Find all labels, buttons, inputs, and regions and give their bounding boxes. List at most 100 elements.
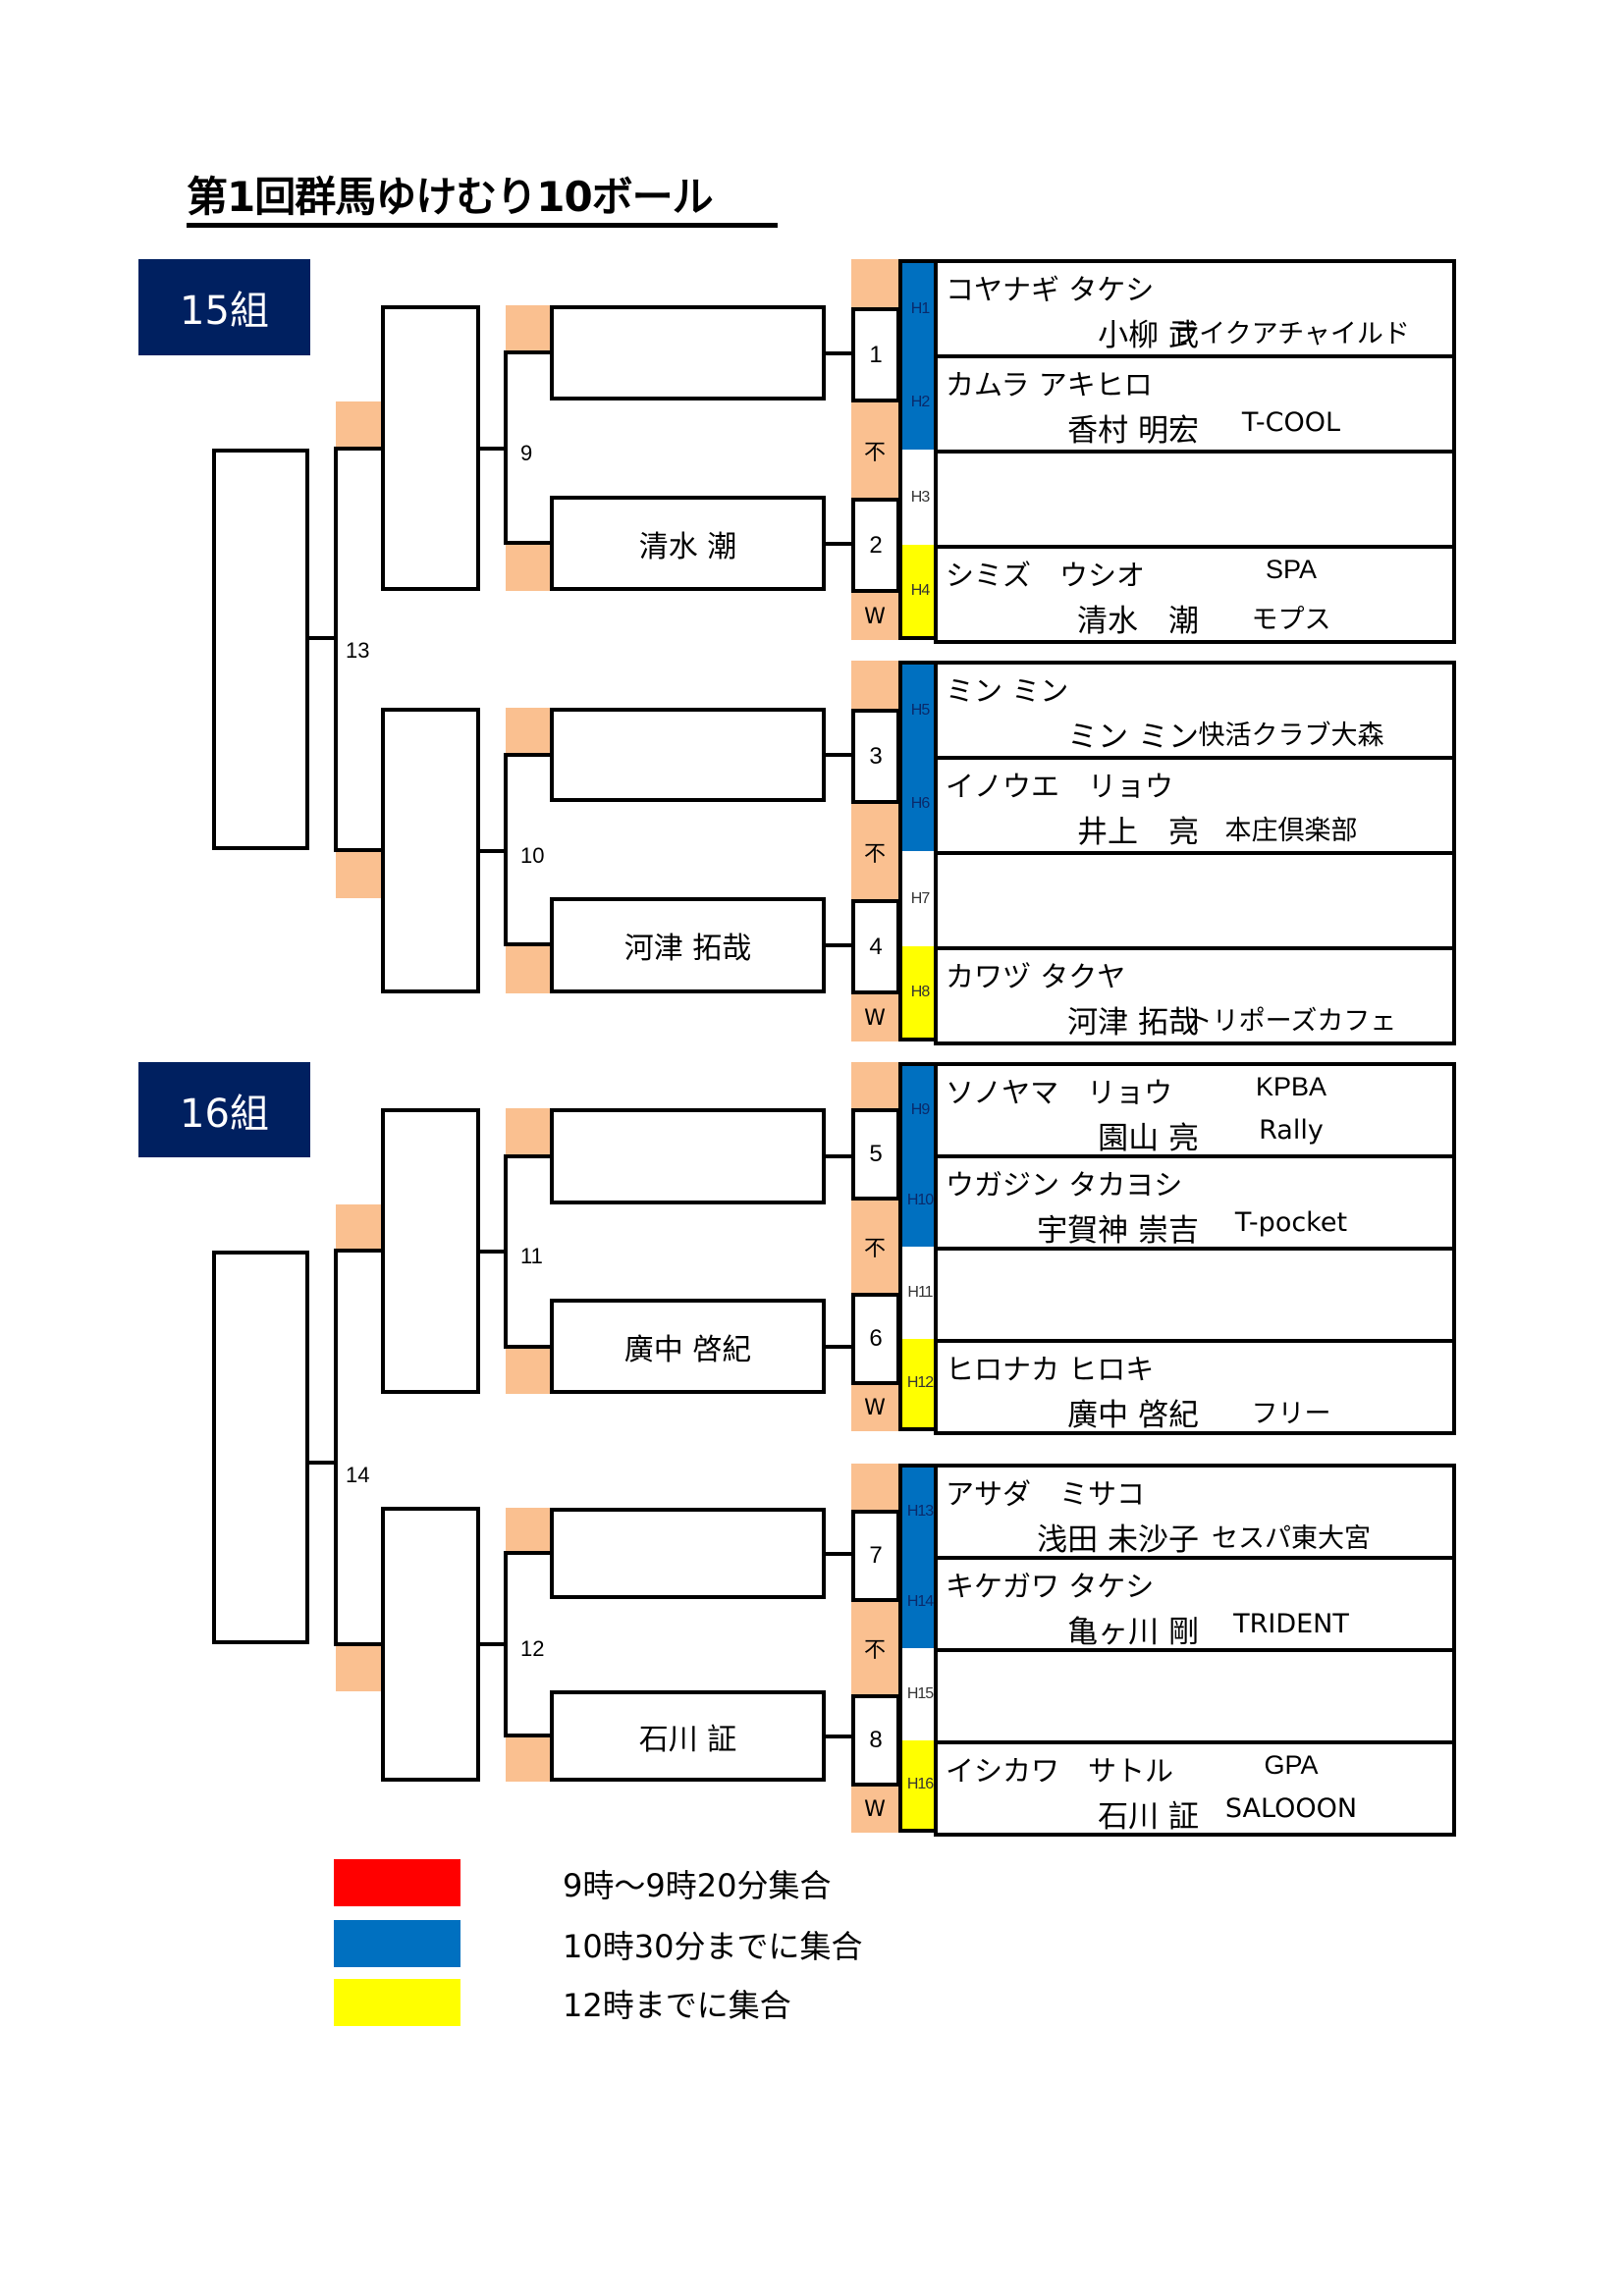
connector-line <box>824 351 853 355</box>
entry-row[interactable] <box>934 1247 1456 1343</box>
time-color-cell: H3 <box>898 450 938 545</box>
entry-row[interactable]: ヒロナカ ヒロキ廣中 啓紀フリー <box>934 1339 1456 1435</box>
match-number-box: 8 <box>851 1694 900 1787</box>
entry-row[interactable]: アサダ ミサコ浅田 未沙子セスパ東大宮 <box>934 1464 1456 1560</box>
player-kana: カワヅ タクヤ <box>946 960 1126 993</box>
walkover-mark: W <box>864 1797 886 1822</box>
connector-line <box>506 1345 552 1349</box>
connector-line <box>824 1345 853 1349</box>
round1-winner-box[interactable]: 廣中 啓紀 <box>550 1299 826 1394</box>
connector-line <box>336 1642 385 1646</box>
player-kana: カムラ アキヒロ <box>946 368 1153 401</box>
connector-line <box>506 942 552 946</box>
legend-swatch <box>334 1979 460 2026</box>
connector-line <box>504 350 508 545</box>
round1-winner-box[interactable] <box>550 305 826 400</box>
player-name: 廣中 啓紀 <box>1067 1398 1199 1433</box>
time-color-cell: H4 <box>898 545 938 640</box>
player-name: ミン ミン <box>1067 720 1199 755</box>
time-color-cell: H16 <box>898 1740 938 1833</box>
connector-line <box>336 1249 385 1253</box>
entry-row[interactable]: イノウエ リョウ井上 亮本庄倶楽部 <box>934 756 1456 855</box>
connector-line <box>824 1552 853 1556</box>
legend-text: 10時30分までに集合 <box>563 1928 863 1965</box>
player-name: 清水 潮 <box>1077 604 1199 639</box>
entry-row[interactable] <box>934 1648 1456 1744</box>
semifinal-box[interactable] <box>381 1108 480 1394</box>
round1-winner-box[interactable]: 清水 潮 <box>550 496 826 591</box>
group-label: 16組 <box>138 1062 310 1157</box>
entry-row[interactable]: コヤナギ タケシ小柳 武ライクアチャイルド <box>934 259 1456 358</box>
round1-winner-box[interactable]: 河津 拓哉 <box>550 897 826 993</box>
round1-winner-box[interactable] <box>550 1108 826 1204</box>
seed-tab <box>336 1644 382 1691</box>
legend-text: 12時までに集合 <box>563 1987 791 2024</box>
forfeit-mark: 不 <box>863 440 886 465</box>
connector-line <box>504 1551 508 1737</box>
round1-winner-box[interactable] <box>550 1508 826 1599</box>
forfeit-mark: 不 <box>863 841 886 867</box>
player-club: SALOOON <box>1224 1793 1358 1824</box>
connector-line <box>506 350 552 354</box>
connector-line <box>336 848 385 852</box>
player-kana: ヒロナカ ヒロキ <box>946 1353 1155 1386</box>
seed-tab <box>336 1204 382 1251</box>
match-number-label: 11 <box>520 1244 543 1268</box>
player-club: セスパ東大宮 <box>1212 1523 1371 1554</box>
player-name: 園山 亮 <box>1098 1121 1199 1156</box>
final-box[interactable] <box>212 449 309 850</box>
match-number-box: 6 <box>851 1293 900 1385</box>
connector-line <box>506 753 552 757</box>
match-number-label: 14 <box>346 1463 370 1487</box>
time-color-cell: H2 <box>898 354 938 450</box>
entry-row[interactable]: ミン ミンミン ミン快活クラブ大森 <box>934 661 1456 760</box>
entry-row[interactable]: カワヅ タクヤ河津 拓哉トリポーズカフェ <box>934 946 1456 1045</box>
time-color-cell: H11 <box>898 1247 938 1339</box>
match-number-label: 9 <box>520 441 533 465</box>
time-color-cell: H6 <box>898 756 938 851</box>
player-kana: コヤナギ タケシ <box>946 273 1155 306</box>
seed-tab <box>336 850 382 898</box>
semifinal-box[interactable] <box>381 708 480 993</box>
final-box[interactable] <box>212 1251 309 1644</box>
walkover-mark: W <box>864 604 886 629</box>
connector-line <box>478 849 508 853</box>
legend-text: 9時～9時20分集合 <box>563 1867 832 1904</box>
player-club: モプス <box>1251 605 1331 635</box>
time-color-cell: H15 <box>898 1648 938 1740</box>
match-number-box: 7 <box>851 1510 900 1602</box>
match-number-box: 4 <box>851 899 900 994</box>
semifinal-box[interactable] <box>381 1507 480 1782</box>
player-club-top: SPA <box>1265 555 1318 584</box>
semifinal-box[interactable] <box>381 305 480 591</box>
connector-line <box>824 1735 853 1738</box>
player-name: 小柳 武 <box>1098 318 1199 353</box>
connector-line <box>334 1249 338 1646</box>
connector-line <box>336 447 385 451</box>
connector-line <box>307 636 336 640</box>
round1-winner-box[interactable]: 石川 証 <box>550 1690 826 1782</box>
entry-row[interactable] <box>934 450 1456 549</box>
connector-line <box>506 1154 552 1158</box>
player-club: トリポーズカフェ <box>1185 1006 1397 1037</box>
legend-swatch <box>334 1859 460 1906</box>
connector-line <box>504 753 508 946</box>
round1-winner-box[interactable] <box>550 708 826 802</box>
seed-tab <box>336 401 382 449</box>
forfeit-mark: 不 <box>863 1237 886 1261</box>
player-name: 亀ヶ川 剛 <box>1067 1615 1199 1650</box>
time-color-cell: H8 <box>898 946 938 1041</box>
connector-line <box>506 541 552 545</box>
match-number-label: 13 <box>346 638 370 663</box>
player-kana: アサダ ミサコ <box>946 1477 1146 1511</box>
connector-line <box>824 943 853 947</box>
seed-tab <box>506 543 550 591</box>
entry-row[interactable] <box>934 851 1456 950</box>
player-club-top: GPA <box>1264 1750 1319 1780</box>
